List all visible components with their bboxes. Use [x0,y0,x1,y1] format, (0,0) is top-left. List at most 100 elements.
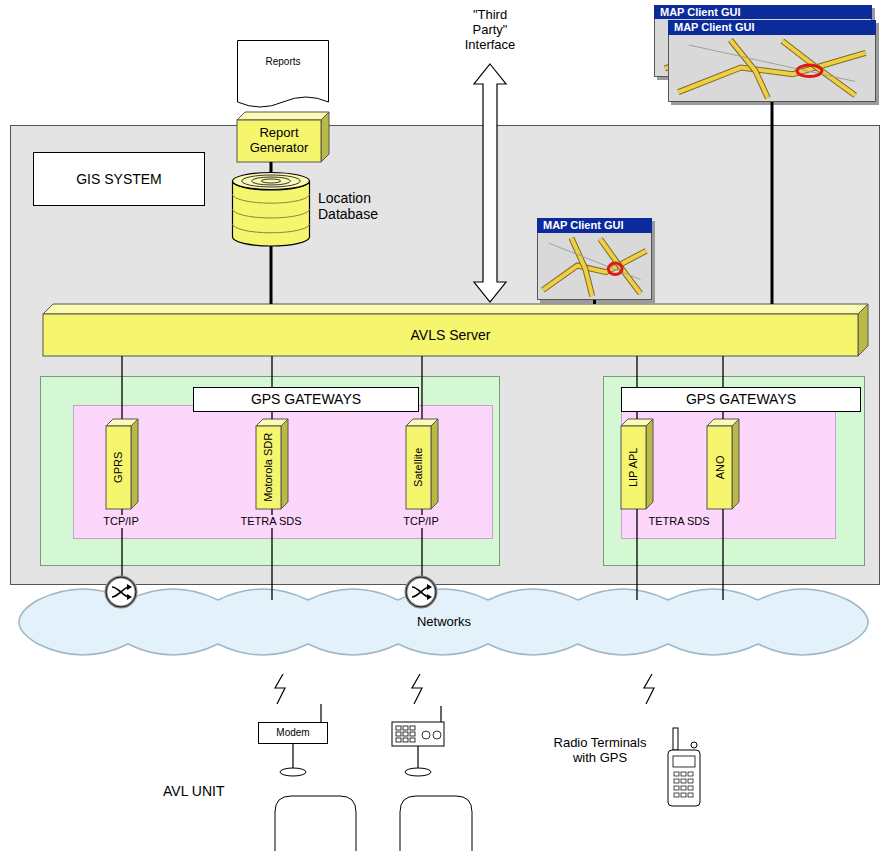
radio-antenna [440,706,441,722]
node-label: GIS SYSTEM [76,171,162,187]
label-holder: TCP/IP [71,511,171,529]
road-edge [600,239,640,293]
connector-line [270,246,273,304]
device-label: Radio Terminals with GPS [540,736,660,766]
handheld-radio [668,750,700,806]
box3d-front [106,426,131,509]
gateway-group: GPS GATEWAYSGPRSMotorola SDRSatellite [40,376,500,566]
protocol-label: TETRA SDS [645,515,712,528]
box3d-top [707,419,739,426]
gateway-box: Satellite [406,419,438,509]
gps-stem [417,746,418,768]
box3d-front [621,426,646,509]
box3d-top [43,304,868,314]
window-shadow [671,23,879,105]
cloud-outline [19,589,868,655]
gps-stem [292,744,293,768]
gateway-group: GPS GATEWAYS LIP APL ANO [603,376,865,566]
connector-line [722,509,723,600]
modem-box: Modem [258,722,328,744]
database-cylinder: Location Database [232,172,310,246]
road-edge [572,238,593,296]
cylinder-body [233,181,310,246]
control-centre-panel [11,126,880,585]
window-title: MAP Client GUI [668,20,876,35]
box3d-front [707,426,732,509]
gateway-box: ANO [707,419,739,509]
window-title: MAP Client GUI [537,218,652,233]
group-heading: GPS GATEWAYS [621,387,861,412]
system-box: GIS SYSTEM [33,152,205,206]
connector-line [421,356,422,419]
node-label: Report Generator [237,126,321,156]
box3d-side [646,419,653,509]
handheld-screen [673,756,695,767]
node-label: Networks [414,615,474,630]
box3d-front [406,426,431,509]
protocol-label: TETRA SDS [237,515,304,528]
radio-link-symbol [412,674,422,704]
protocol-label: TCP/IP [400,515,441,528]
radio-link-symbol [275,674,285,704]
cylinder-ring [233,209,310,218]
map-grid [689,45,855,82]
platter-ring [242,175,301,187]
box3d-top [106,419,138,426]
label-holder: TETRA SDS [629,511,729,529]
label-holder: Radio Terminals with GPS [540,736,660,766]
handheld-keypad [674,772,693,797]
window-frame [538,219,652,300]
window-shadow [540,221,655,303]
box3d-side [321,112,329,162]
map-window: MAP Client GUI [668,20,876,102]
road [678,53,865,92]
gateway-box: GPRS [106,419,138,509]
node-label: Location Database [318,190,398,222]
gateway-box: Motorola SDR [256,419,288,509]
server-bar: AVLS Server [43,304,868,356]
box3d-side [732,419,739,509]
node-label: Satellite [412,448,425,487]
cylinder-ring [233,194,310,203]
unit-label: AVL UNIT [160,783,227,799]
network-cloud: Networks [8,600,880,644]
document-outline [238,41,329,108]
third-party-arrow [474,64,506,302]
node-label: Reports [237,56,329,68]
avl-unit-body [275,796,356,851]
box3d-side [131,419,138,509]
platter-ring [261,179,281,183]
road-edge [782,41,855,95]
box3d-side [281,419,288,509]
node-label: Modem [276,727,309,739]
box3d-top [256,419,288,426]
cylinder-top [233,173,310,190]
node-label: GPRS [112,452,125,483]
cylinder-ring [233,224,310,233]
report-document: Reports [237,40,329,112]
router-symbol [406,577,436,607]
road-edge [543,251,647,290]
handheld-antenna [673,728,678,750]
connector-line [593,300,596,304]
modem-antenna [320,704,321,722]
platter-ring [252,177,291,185]
map-window: MAP Client GUI [654,5,872,77]
radio-set [392,722,444,746]
connector-line [270,162,273,172]
radio-link-symbol [644,674,654,704]
node-label: LIP APL [627,448,640,488]
location-marker [797,65,822,76]
road [572,238,593,296]
handheld-knob [691,742,697,748]
radio-keypad [396,726,441,742]
label-holder: TETRA SDS [221,511,321,529]
box3d-top [237,112,329,120]
label-holder: "Third Party" Interface [461,8,519,53]
connector-line [636,509,637,600]
report-document-shape [237,40,329,112]
box3d-side [431,419,438,509]
